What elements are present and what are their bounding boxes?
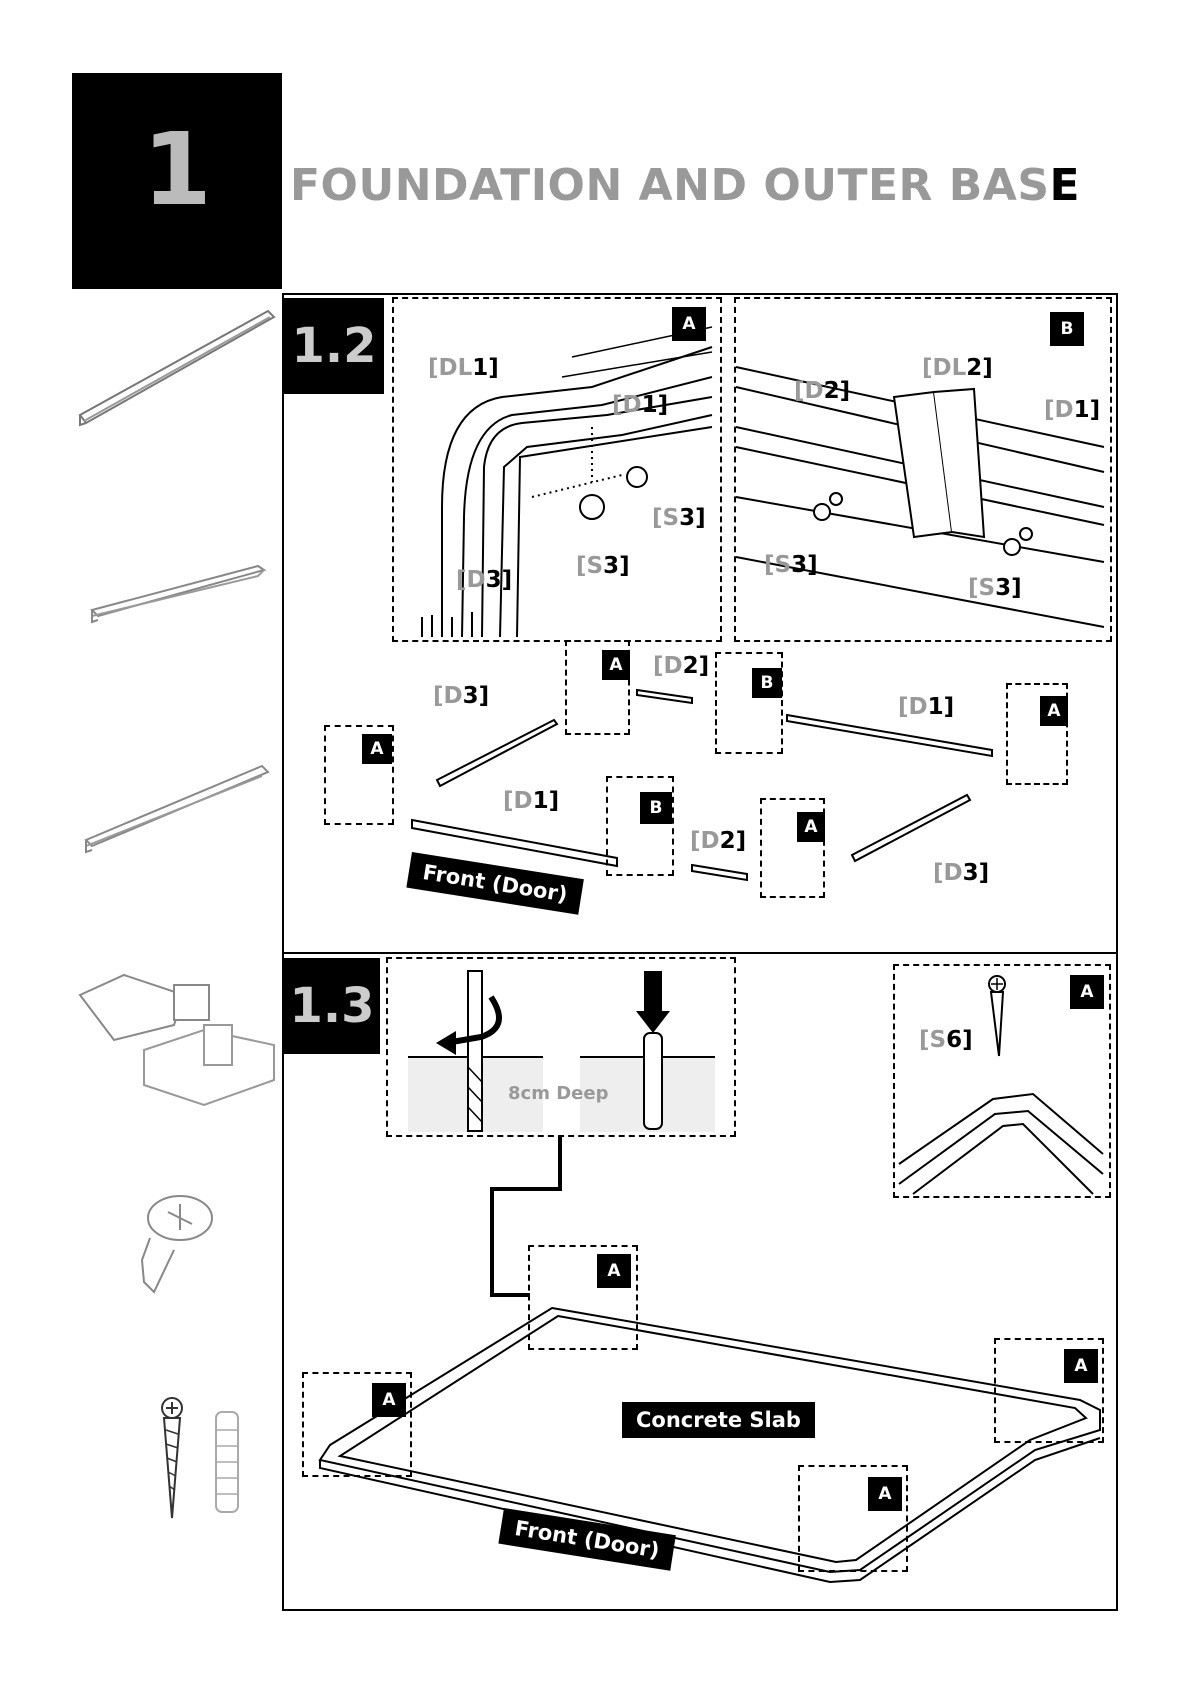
label-d2-exploded-bottom: [D2]	[690, 828, 746, 854]
label-d3-detail-a: [D3]	[456, 567, 512, 593]
detail-b-rail-joint-drawing	[734, 297, 1112, 642]
page-title: FOUNDATION AND OUTER BASE	[290, 160, 1080, 211]
label-d1-detail-a: [D1]	[612, 392, 668, 418]
label-d2-exploded-top: [D2]	[653, 653, 709, 679]
label-s3-detail-a-bottom: [S3]	[576, 553, 630, 579]
concrete-slab-label: Concrete Slab	[622, 1402, 815, 1438]
label-dl2: [DL2]	[922, 355, 993, 381]
part-screw-s3-illustration	[132, 1190, 232, 1300]
label-s3-detail-b-left: [S3]	[764, 552, 818, 578]
part-rail-dl1-illustration	[78, 305, 278, 435]
label-d1-detail-b: [D1]	[1044, 397, 1100, 423]
step-number: 1	[72, 120, 282, 220]
slab-corner-tag-right: A	[1064, 1349, 1098, 1383]
exploded-tag-b-bottom: B	[640, 792, 672, 824]
slab-corner-tag-bottom: A	[868, 1477, 902, 1511]
exploded-box-b-bottom	[606, 776, 674, 876]
drill-depth-label: 8cm Deep	[508, 1083, 608, 1104]
exploded-tag-b-top: B	[752, 668, 782, 698]
section-badge-1-2: 1.2	[284, 298, 384, 394]
part-screw-s6-and-plug-illustration	[152, 1400, 252, 1530]
label-dl1: [DL1]	[428, 355, 499, 381]
section-badge-1-3: 1.3	[284, 958, 380, 1054]
part-corner-connector-illustration	[74, 965, 284, 1115]
label-d3-exploded-top: [D3]	[433, 683, 489, 709]
label-d3-exploded-bottom: [D3]	[933, 860, 989, 886]
detail-a-frame-corner-drawing	[392, 297, 722, 642]
page-title-tail: E	[1050, 160, 1081, 211]
exploded-tag-a-right: A	[1040, 696, 1068, 726]
section-divider	[282, 952, 1118, 954]
screw-detail-drawing	[893, 964, 1111, 1198]
drill-and-plug-drawing	[386, 957, 736, 1137]
base-frame-on-slab-drawing	[300, 1300, 1110, 1580]
exploded-tag-a-top-mid: A	[602, 650, 630, 680]
label-d2-detail-b: [D2]	[794, 378, 850, 404]
label-s3-detail-a-right: [S3]	[652, 505, 706, 531]
slab-corner-tag-top: A	[597, 1254, 631, 1288]
exploded-tag-a-left: A	[362, 734, 392, 764]
label-s3-detail-b-right: [S3]	[968, 575, 1022, 601]
label-s6: [S6]	[919, 1027, 973, 1053]
slab-corner-tag-left: A	[372, 1383, 406, 1417]
label-d1-exploded-front: [D1]	[503, 788, 559, 814]
page-title-main: FOUNDATION AND OUTER BAS	[290, 160, 1050, 211]
exploded-tag-a-bottom: A	[797, 812, 825, 842]
part-rail-d2-illustration	[88, 560, 268, 630]
part-rail-d3-illustration	[82, 760, 272, 860]
label-d1-exploded-right: [D1]	[898, 694, 954, 720]
